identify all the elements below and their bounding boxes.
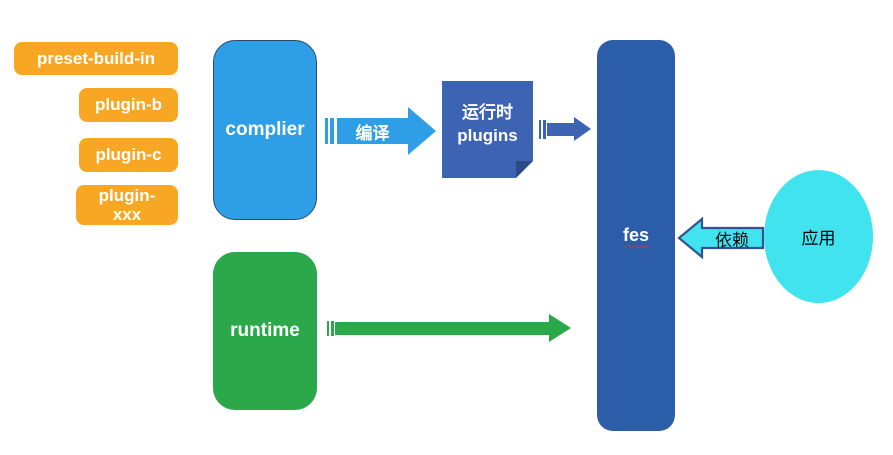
app-node: 应用 — [764, 170, 873, 303]
plugins-to-fes-arrow-head-icon — [574, 117, 591, 141]
fes-label: fes — [622, 225, 649, 245]
plugin-tag-preset-build-in: preset-build-in — [14, 42, 178, 75]
runtime-plugins-note: 运行时 plugins — [442, 81, 533, 178]
plugin-tag-plugin-xxx: plugin- xxx — [76, 185, 178, 225]
plugin-tag-plugin-b: plugin-b — [79, 88, 178, 122]
compile-arrow-head-icon — [408, 107, 436, 155]
compile-arrow-stripe — [325, 118, 328, 144]
runtime-to-fes-arrow-stripe — [331, 321, 334, 336]
depend-arrow — [677, 216, 765, 260]
runtime-to-fes-arrow-stripe — [327, 321, 329, 336]
depend-arrow-shape — [677, 216, 765, 260]
fes-node: fes — [597, 40, 675, 431]
plugins-to-fes-arrow-stripe — [539, 120, 541, 139]
compile-arrow-stripe — [330, 118, 334, 144]
plugins-to-fes-arrow — [547, 123, 574, 136]
plugin-tag-plugin-c: plugin-c — [79, 138, 178, 172]
runtime-to-fes-arrow — [335, 322, 549, 335]
compiler-node: complier — [213, 40, 317, 220]
plugins-to-fes-arrow-stripe — [543, 120, 546, 139]
depend-arrow-label: 依赖 — [715, 230, 749, 250]
runtime-node: runtime — [213, 252, 317, 410]
compile-arrow-label: 编译 — [337, 118, 408, 144]
runtime-to-fes-arrow-head-icon — [549, 314, 571, 342]
